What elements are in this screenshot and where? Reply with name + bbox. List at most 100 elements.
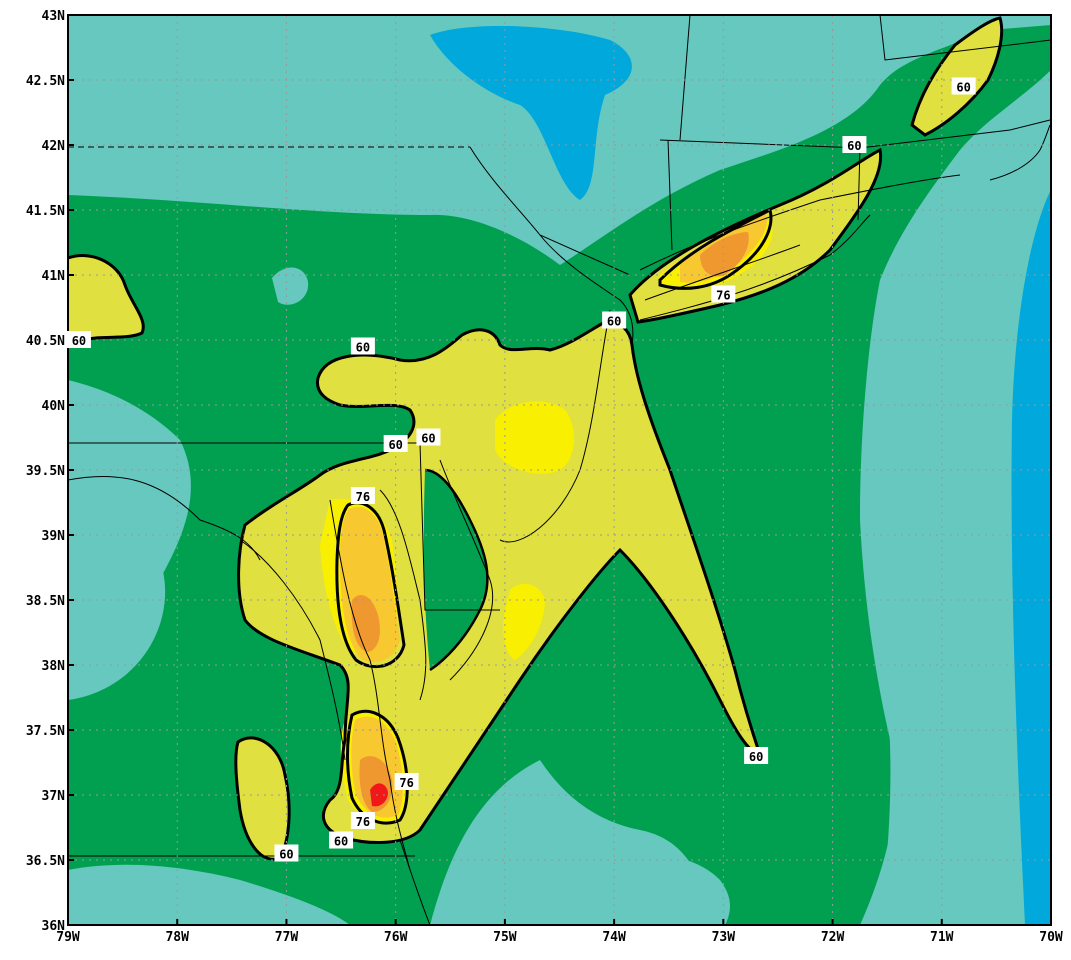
region-green-inset-delmarva	[423, 470, 488, 670]
y-tick-label: 39N	[42, 529, 66, 544]
vt-border	[679, 15, 691, 141]
contour-76-south	[346, 710, 409, 825]
region-60-ne-strip	[912, 18, 1002, 135]
x-tick-label: 79W	[56, 930, 80, 945]
contour-label-text: 60	[749, 750, 763, 764]
contour-label-60: 60	[66, 331, 91, 348]
y-tick-label: 40.5N	[26, 334, 65, 349]
x-tick-label: 72W	[821, 930, 845, 945]
de-bay	[439, 459, 494, 681]
contour-label-60: 60	[416, 428, 441, 446]
ny-ct-border	[667, 139, 673, 251]
y-tick-label: 38.5N	[26, 594, 65, 609]
x-tick-label: 73W	[712, 930, 736, 945]
contour-label-60: 60	[274, 844, 299, 862]
contour-label-text: 60	[356, 341, 370, 355]
y-tick-label: 38N	[42, 659, 66, 674]
contour-60-inset	[424, 468, 489, 672]
filled-contours	[68, 15, 1051, 925]
contour-60-longisland	[628, 147, 883, 324]
y-tick-label: 43N	[42, 9, 66, 24]
region-orange-li	[700, 232, 749, 277]
cape-cod	[989, 124, 1051, 181]
y-tick-label: 41N	[42, 269, 66, 284]
contour-label-box	[329, 831, 354, 849]
region-60-southwest-blob	[235, 737, 290, 860]
contour-label-text: 60	[72, 334, 86, 348]
region-yellow-nj	[495, 401, 575, 474]
contour-label-box	[744, 747, 769, 764]
contour-label-text: 60	[956, 81, 970, 95]
y-tick-label: 42.5N	[26, 74, 65, 89]
contour-label-60: 60	[744, 747, 769, 764]
wv-border	[68, 475, 261, 561]
region-teal-east	[868, 329, 986, 925]
x-tick-label: 74W	[602, 930, 626, 945]
contour-label-box	[350, 812, 375, 829]
contour-label-60: 60	[602, 311, 627, 329]
contour-label-box	[274, 844, 299, 862]
contour-label-box	[383, 435, 408, 452]
contour-label-60: 60	[951, 77, 976, 95]
region-red-peak	[370, 783, 388, 807]
x-tick-label: 75W	[493, 930, 517, 945]
contour-labels: 60 60 76 60 60 60 60 60 76 60 76 76 60 60	[66, 77, 976, 862]
li-north-shore	[644, 244, 801, 301]
contour-label-box	[842, 136, 867, 153]
contour-label-box	[394, 773, 419, 790]
contour-label-60: 60	[350, 337, 375, 355]
x-tick-label: 78W	[165, 930, 189, 945]
contour-label-text: 60	[421, 432, 435, 446]
contour-label-text: 76	[399, 776, 413, 790]
y-tick-label: 41.5N	[26, 204, 65, 219]
region-orange-chesapeake	[351, 595, 380, 652]
contour-label-76: 76	[350, 812, 375, 829]
contour-60-ne	[910, 16, 1004, 137]
chesapeake-west	[329, 499, 411, 871]
contour-label-box	[66, 331, 91, 348]
nc-coast	[399, 839, 431, 925]
x-tick-label: 71W	[930, 930, 954, 945]
contour-label-76: 76	[394, 773, 419, 790]
va-inner	[239, 539, 346, 761]
contour-label-76: 76	[350, 487, 375, 504]
long-island-coast	[639, 214, 871, 321]
ri-border	[857, 147, 861, 221]
contour-76-li	[658, 207, 773, 290]
contour-label-text: 60	[334, 835, 348, 849]
contour-label-60: 60	[383, 435, 408, 452]
region-teal-small-patch	[272, 267, 309, 305]
y-tick-label: 37.5N	[26, 724, 65, 739]
contour-label-box	[350, 337, 375, 355]
contour-label-text: 76	[356, 490, 370, 504]
contour-label-box	[416, 428, 441, 446]
ct-coast	[639, 174, 961, 271]
pa-nj-river	[539, 234, 634, 346]
contour-label-text: 60	[607, 315, 621, 329]
x-tick-label: 77W	[275, 930, 299, 945]
y-tick-label: 36N	[42, 919, 66, 934]
contour-label-60: 60	[842, 136, 867, 153]
contour-label-box	[711, 285, 736, 303]
contour-label-box	[951, 77, 976, 95]
y-tick-label: 42N	[42, 139, 66, 154]
contour-label-76: 76	[711, 285, 736, 303]
region-60-west-blob	[68, 255, 144, 342]
region-blue-ocean-east	[1011, 190, 1051, 925]
y-tick-label: 36.5N	[26, 854, 65, 869]
contour-label-box	[350, 487, 375, 504]
y-axis: 43N42.5N42N41.5N41N40.5N40N39.5N39N38.5N…	[26, 9, 74, 934]
contour-label-text: 76	[356, 815, 370, 829]
region-teal-southeast	[560, 856, 730, 925]
grid-lines	[68, 15, 1051, 925]
ny-pa-border-east	[469, 146, 631, 276]
de-md-border	[419, 442, 500, 611]
boundaries	[68, 15, 1051, 925]
region-blue-lake-north	[430, 25, 632, 201]
ma-border	[859, 119, 1051, 149]
contour-label-text: 60	[388, 438, 402, 452]
nh-border	[879, 15, 1051, 61]
contour-label-box	[602, 311, 627, 329]
